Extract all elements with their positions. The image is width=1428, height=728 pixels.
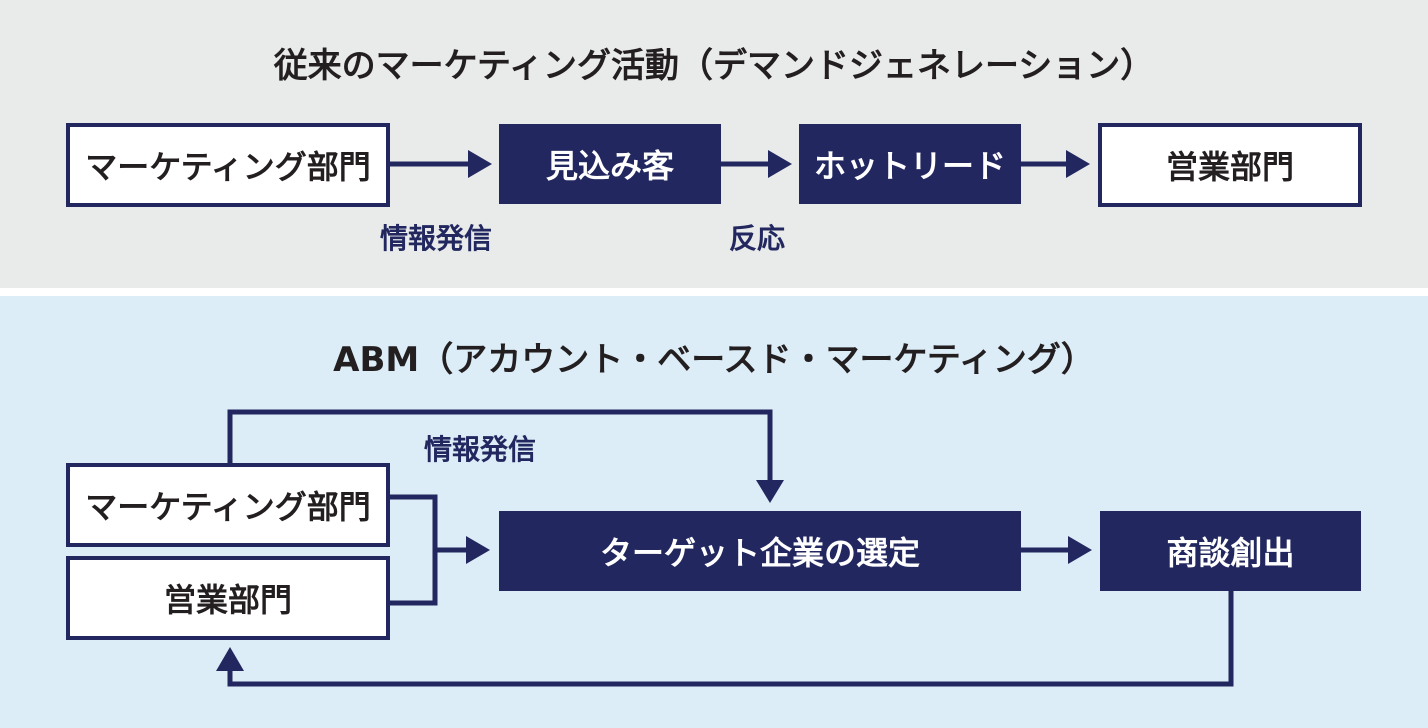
- target-selection-box: ターゲット企業の選定: [499, 511, 1021, 591]
- response-label: 反応: [729, 222, 786, 255]
- top-marketing-dept-box: マーケティング部門: [66, 123, 390, 207]
- arrowhead-down-to-target: [756, 480, 784, 503]
- deal-creation-box: 商談創出: [1100, 511, 1361, 591]
- arrowhead-to-top-sales: [1066, 150, 1090, 178]
- depts-bracket-line: [390, 494, 438, 606]
- top-sales-dept-box: 営業部門: [1098, 123, 1362, 207]
- demand-generation-title: 従来のマーケティング活動（デマンドジェネレーション）: [273, 46, 1155, 86]
- hot-lead-box: ホットリード: [799, 124, 1021, 204]
- top-info-send-label: 情報発信: [380, 222, 493, 255]
- arrowhead-up-to-sales: [216, 647, 244, 671]
- deal-to-sales-return-line: [227, 591, 1234, 687]
- arrowhead-to-hotlead: [768, 150, 792, 178]
- arrowhead-right-to-target: [466, 536, 490, 564]
- abm-marketing-dept-box: マーケティング部門: [66, 463, 390, 547]
- abm-title: ABM（アカウント・ベースド・マーケティング）: [333, 340, 1095, 380]
- abm-info-send-label: 情報発信: [424, 433, 537, 466]
- marketing-to-target-loop-line: [227, 409, 773, 484]
- prospect-box: 見込み客: [499, 124, 721, 204]
- arrowhead-to-prospect: [468, 150, 492, 178]
- abm-sales-dept-box: 営業部門: [66, 556, 390, 640]
- arrowhead-to-deal: [1068, 536, 1092, 564]
